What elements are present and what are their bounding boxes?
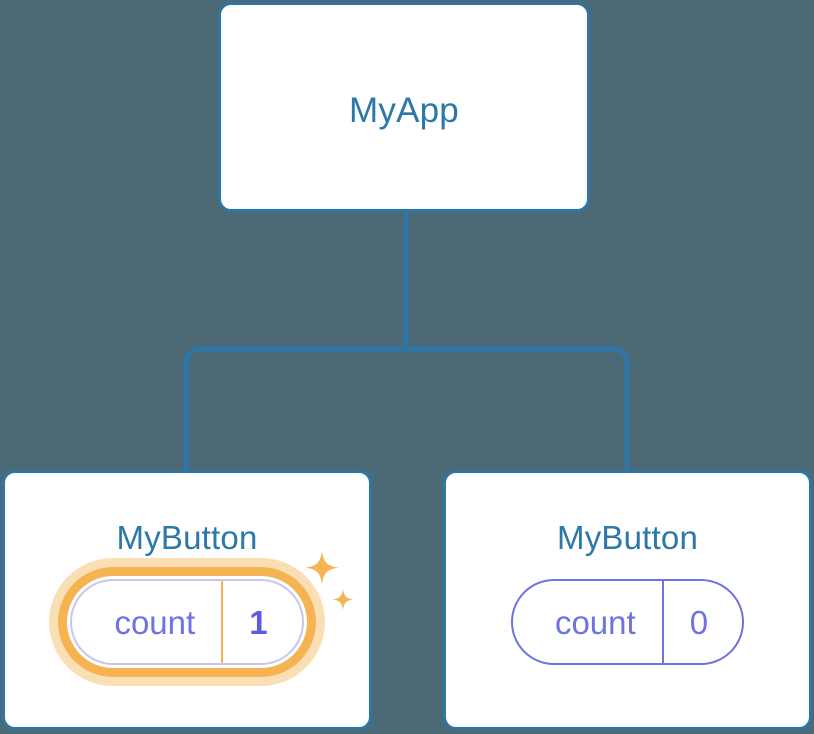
prop-key: count xyxy=(554,603,636,641)
prop-value: 0 xyxy=(661,581,742,663)
prop-pill-container: count 1 xyxy=(5,551,369,686)
prop-pill[interactable]: count 1 xyxy=(70,579,304,665)
prop-value: 1 xyxy=(221,581,301,663)
prop-pill[interactable]: count 0 xyxy=(510,579,745,665)
node-title: MyButton xyxy=(557,519,698,556)
sparkle-group xyxy=(305,551,353,610)
prop-key: count xyxy=(114,603,196,641)
connector-branch-left xyxy=(183,346,406,472)
node-title: MyApp xyxy=(349,91,459,130)
prop-pill-highlight-wrap: count 1 xyxy=(49,551,353,686)
sparkle-icon-small xyxy=(332,589,353,610)
node-mybutton-right[interactable]: MyButton count 0 xyxy=(443,470,812,730)
prop-pill-container: count 0 xyxy=(446,579,809,665)
node-myapp[interactable]: MyApp xyxy=(218,2,590,212)
node-title: MyButton xyxy=(116,519,258,556)
connector-branch-right xyxy=(406,346,630,472)
node-mybutton-left[interactable]: MyButton count 1 xyxy=(2,470,372,730)
